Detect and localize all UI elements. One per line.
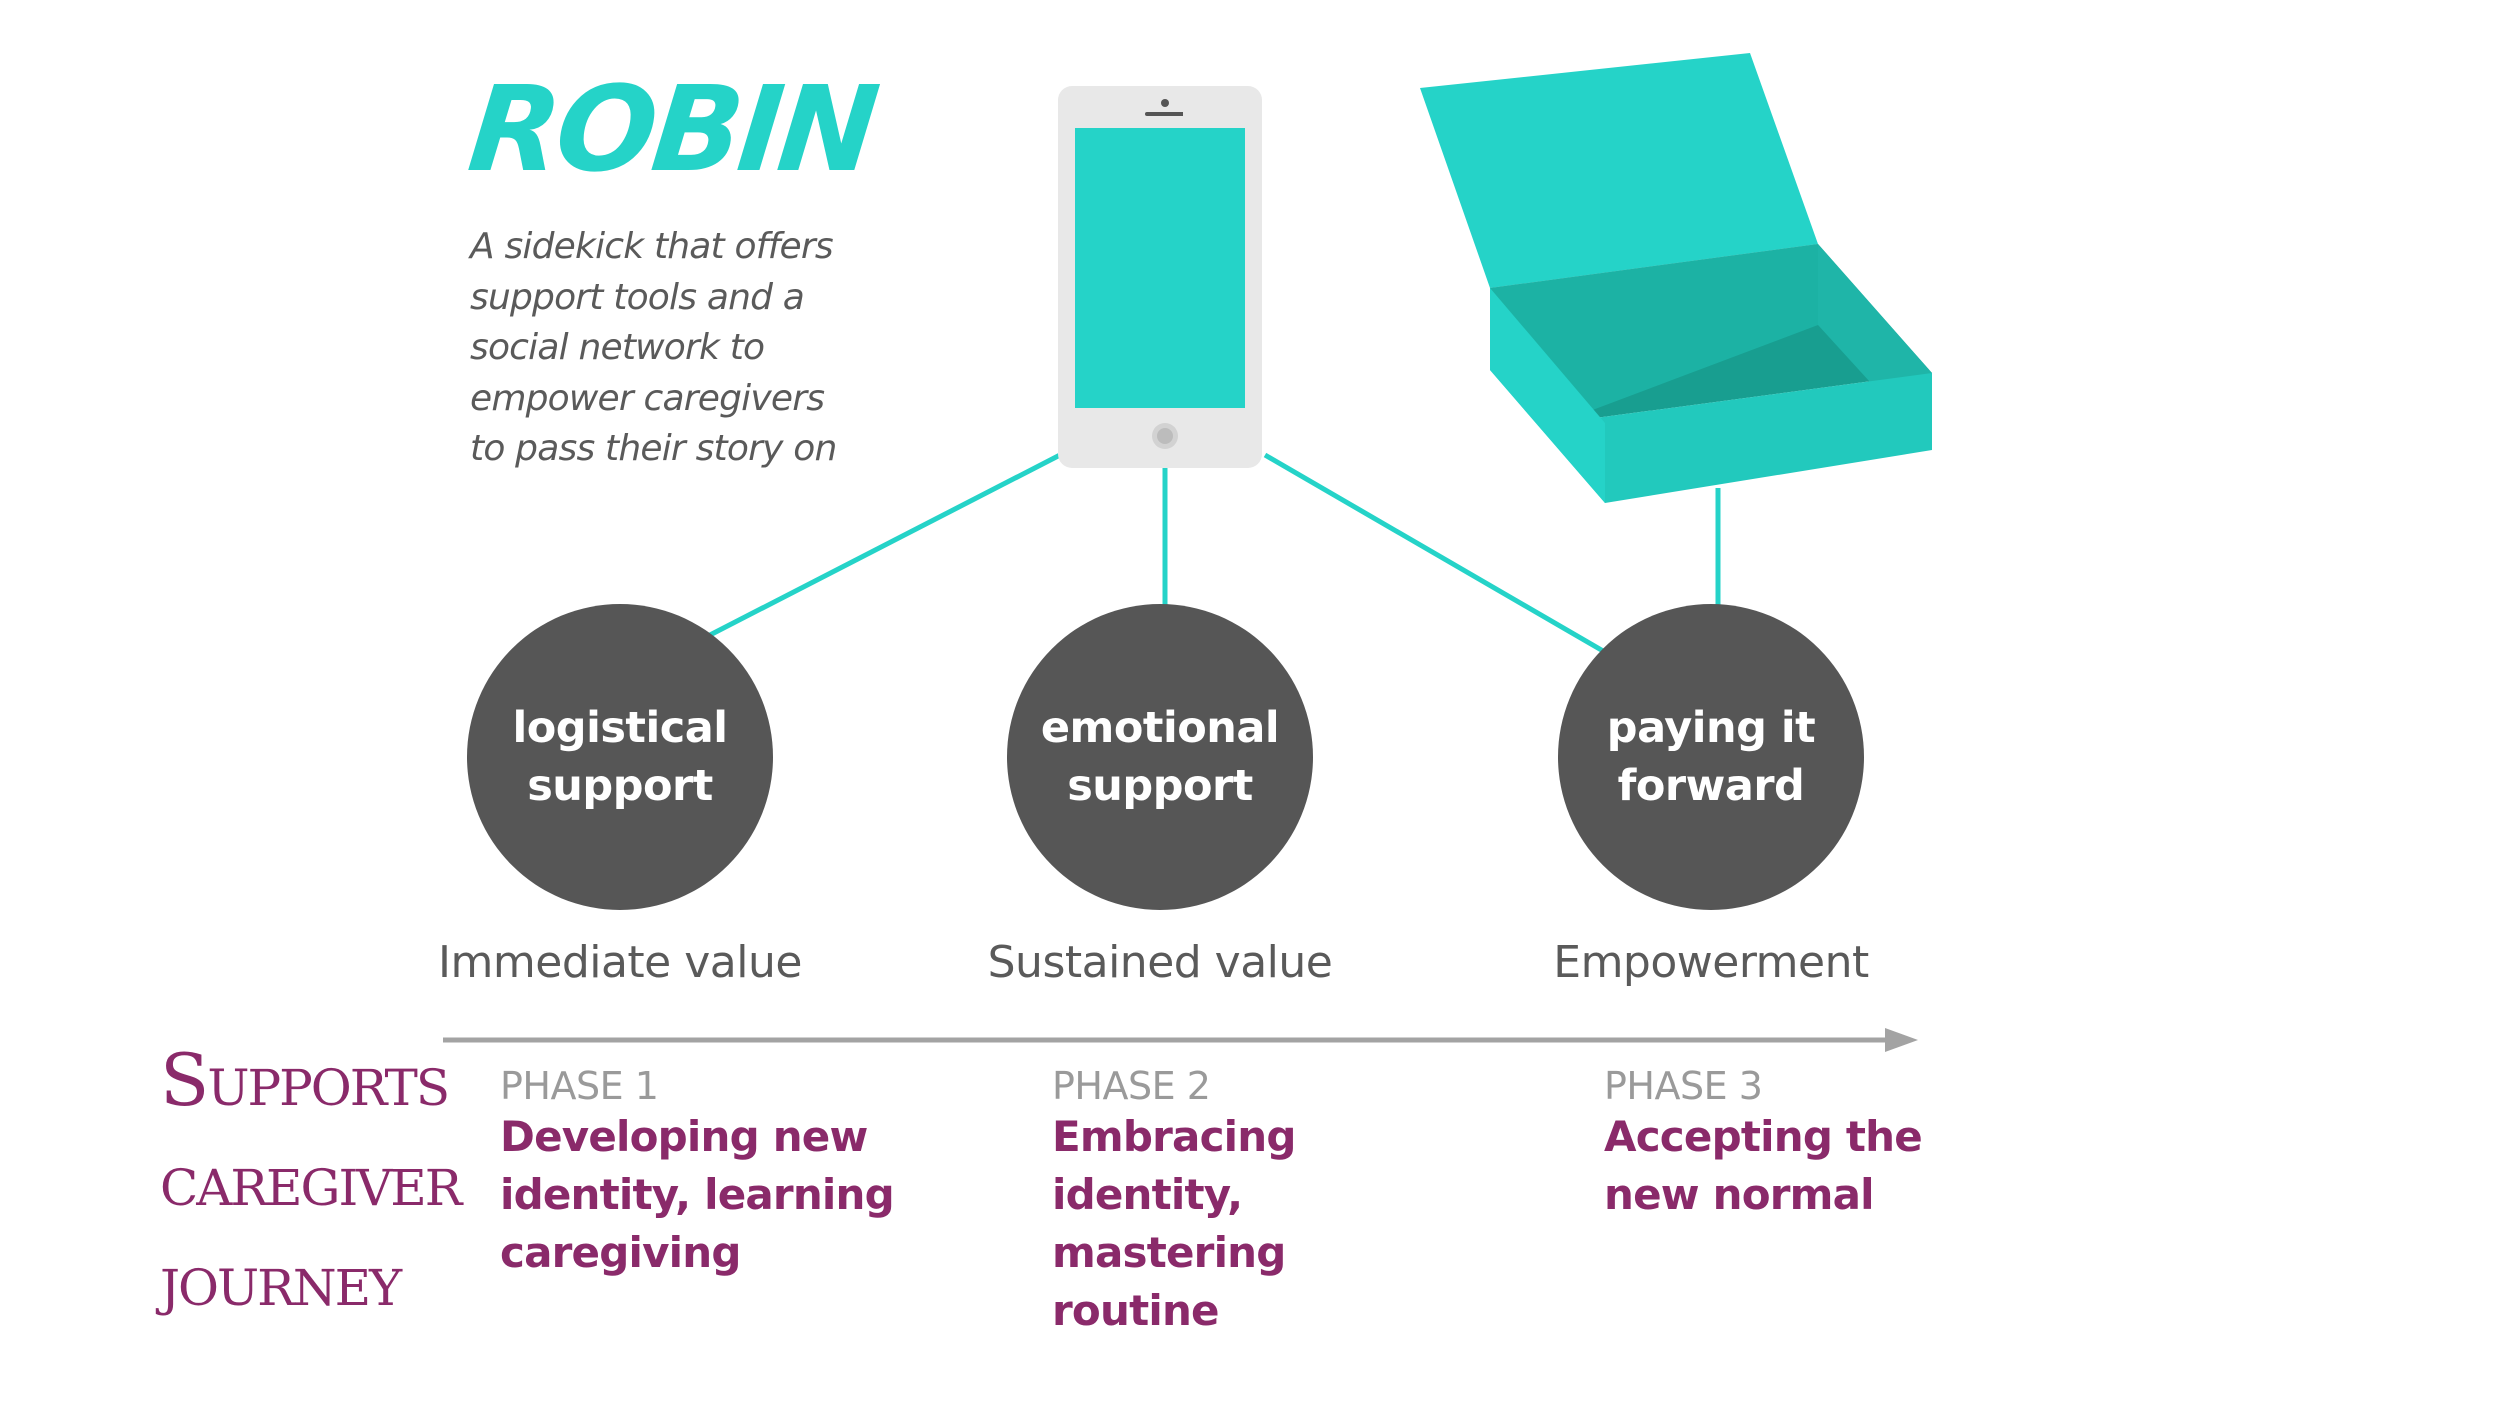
phase-description-line: caregiving	[500, 1228, 741, 1277]
tagline-line: empower caregivers	[470, 377, 825, 419]
phase-description-line: Embracing	[1052, 1112, 1296, 1161]
journey-heading: Supports caregiver journey	[160, 1030, 462, 1330]
pillar-label-line: forward	[1617, 761, 1805, 811]
phase-description: Embracing identity, mastering routine	[1052, 1108, 1472, 1340]
phase-description-line: mastering	[1052, 1228, 1286, 1277]
pillar-emotional-support: emotional support	[1007, 604, 1313, 910]
tagline-line: support tools and a	[470, 276, 805, 318]
phase-description: Developing new identity, learning caregi…	[500, 1108, 920, 1282]
timeline-arrow	[443, 1028, 1918, 1052]
tagline-line: social network to	[470, 327, 765, 368]
journey-line: Supports	[160, 1038, 450, 1122]
phase-3: PHASE 3 Accepting the new normal	[1604, 1064, 2024, 1224]
phase-label: PHASE 3	[1604, 1064, 1763, 1108]
journey-line: caregiver	[160, 1138, 462, 1222]
phase-label: PHASE 1	[500, 1064, 659, 1108]
pillar-label-line: logistical	[512, 703, 728, 753]
pillar-label-line: paying it	[1606, 703, 1816, 753]
phase-description-line: Accepting the	[1604, 1112, 1923, 1161]
journey-line: journey	[160, 1238, 402, 1322]
phase-description: Accepting the new normal	[1604, 1108, 2024, 1224]
pillar-label: logistical support	[500, 699, 740, 815]
pillar-label-line: emotional	[1040, 703, 1280, 753]
tagline-line: A sidekick that offers	[470, 226, 834, 267]
phase-label: PHASE 2	[1052, 1064, 1211, 1108]
pillar-label: paying it forward	[1591, 699, 1831, 815]
pillar-logistical-support: logistical support	[467, 604, 773, 910]
brand-tagline: A sidekick that offers support tools and…	[470, 222, 850, 475]
phase-1: PHASE 1 Developing new identity, learnin…	[500, 1064, 920, 1282]
smartphone-icon	[1058, 86, 1262, 468]
phase-description-line: Developing new	[500, 1112, 868, 1161]
pillar-label-line: support	[527, 761, 713, 811]
phase-description-line: new normal	[1604, 1170, 1875, 1219]
phase-description-line: identity, learning	[500, 1170, 895, 1219]
phase-2: PHASE 2 Embracing identity, mastering ro…	[1052, 1064, 1472, 1340]
tagline-line: to pass their story on	[470, 428, 837, 469]
value-caption: Empowerment	[1553, 937, 1869, 988]
open-box-icon	[1420, 53, 1932, 503]
value-caption: Immediate value	[438, 937, 802, 988]
pillar-label-line: support	[1067, 761, 1253, 811]
value-caption: Sustained value	[987, 937, 1333, 988]
connector-phone-to-paying	[1263, 452, 1612, 658]
phase-description-line: routine	[1052, 1286, 1220, 1335]
brand-logo: ROBIN	[462, 60, 882, 198]
phase-description-line: identity,	[1052, 1170, 1243, 1219]
pillar-label: emotional support	[1040, 699, 1280, 815]
pillar-paying-it-forward: paying it forward	[1558, 604, 1864, 910]
connector-phone-to-logistical	[708, 452, 1062, 638]
